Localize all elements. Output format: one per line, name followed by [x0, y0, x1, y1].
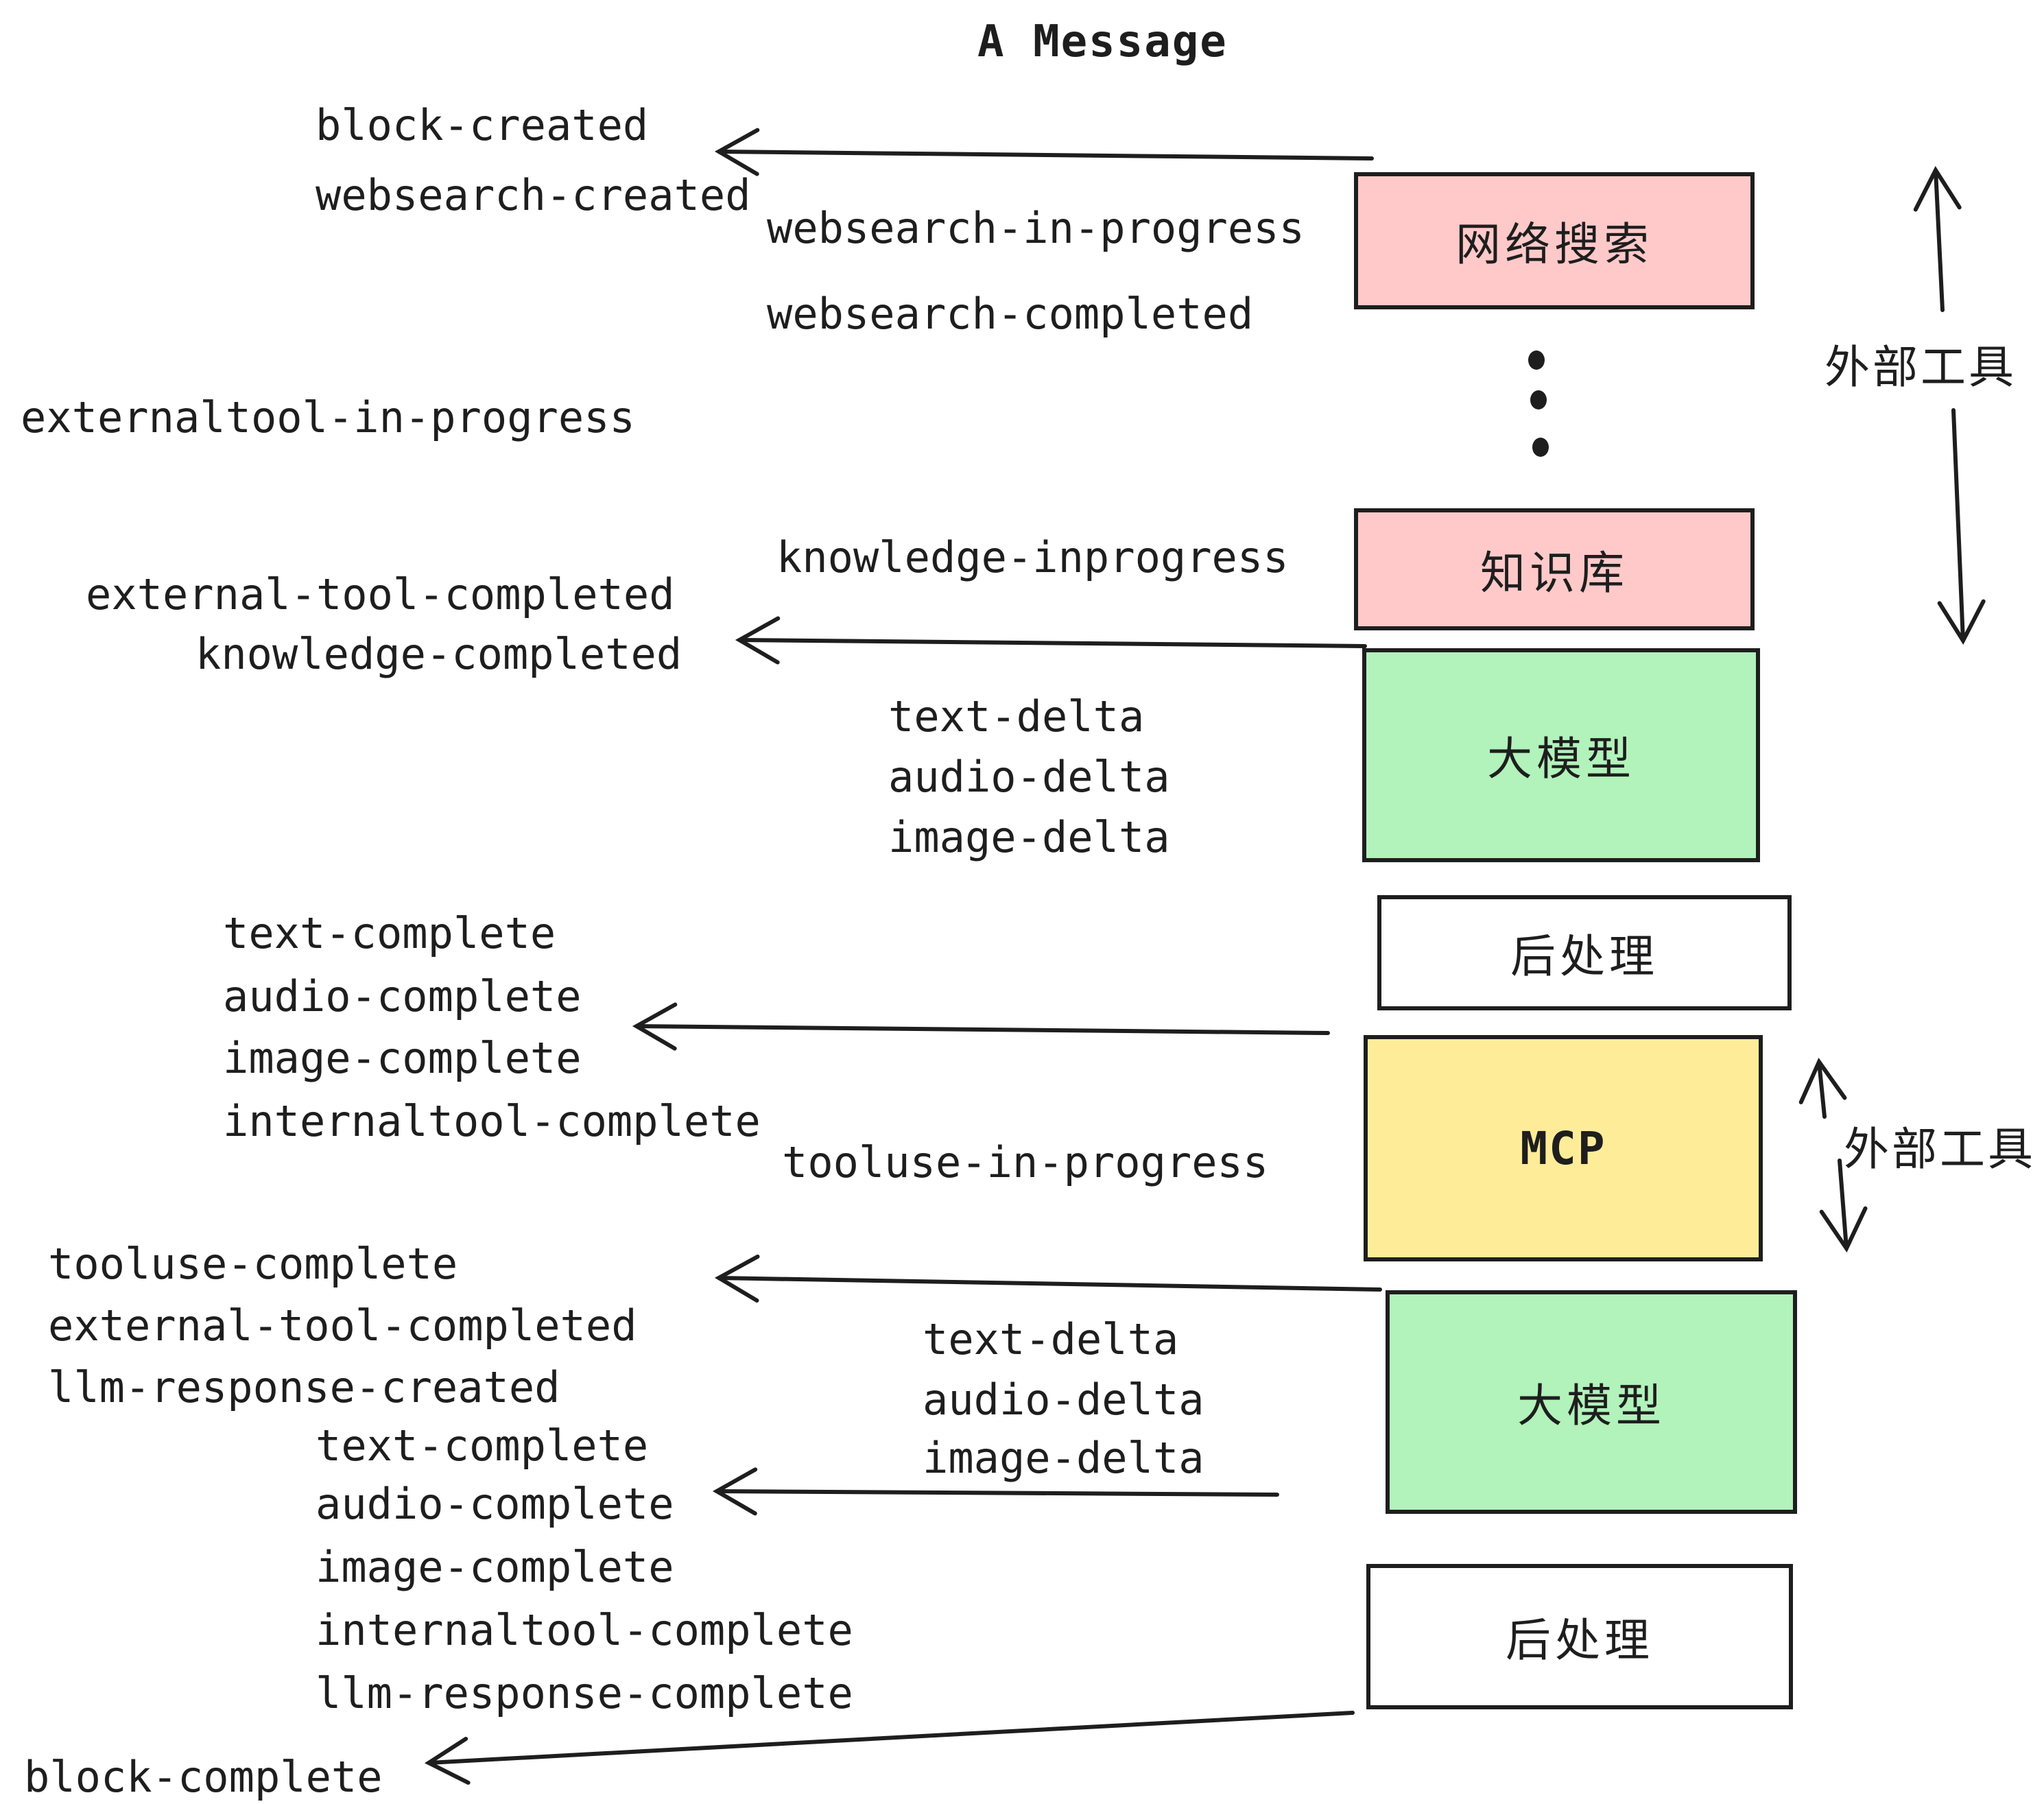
event-label-tooluse-complete: tooluse-complete: [48, 1239, 458, 1289]
event-label-external-tool-completed: external-tool-completed: [86, 569, 675, 619]
external-tools-label-top: 外部工具: [1825, 341, 2017, 394]
arrow-image-complete: [632, 1002, 1330, 1051]
event-label-llm-response-complete: llm-response-complete: [316, 1668, 853, 1718]
box-llm-1: 大模型: [1362, 648, 1760, 862]
box-websearch-label: 网络搜索: [1455, 218, 1653, 271]
box-websearch: 网络搜索: [1354, 172, 1755, 309]
box-knowledge-base: 知识库: [1354, 508, 1755, 630]
arrow-tooluse-complete: [714, 1254, 1382, 1303]
event-label-text-delta-2: text-delta: [923, 1314, 1179, 1364]
box-llm-2-label: 大模型: [1517, 1379, 1665, 1432]
event-label-text-complete-2: text-complete: [316, 1421, 649, 1471]
arrow-external-tools-up: [1913, 165, 1962, 312]
box-mcp-label: MCP: [1520, 1121, 1606, 1175]
event-label-external-tool-completed-2: external-tool-completed: [48, 1301, 637, 1351]
page-title: A Message: [977, 16, 1228, 67]
event-label-websearch-completed: websearch-completed: [767, 289, 1254, 339]
event-label-internaltool-complete: internaltool-complete: [223, 1096, 761, 1146]
box-llm-1-label: 大模型: [1487, 733, 1635, 785]
ellipsis-dot: [1530, 390, 1547, 410]
event-label-image-complete: image-complete: [223, 1033, 582, 1083]
event-label-block-complete: block-complete: [24, 1752, 383, 1802]
box-mcp: MCP: [1364, 1035, 1763, 1261]
box-knowledge-base-label: 知识库: [1480, 547, 1628, 600]
external-tools-label-mcp: 外部工具: [1844, 1123, 2036, 1176]
arrow-audio-complete: [712, 1467, 1279, 1516]
event-label-audio-delta-2: audio-delta: [923, 1375, 1204, 1425]
ellipsis-dot: [1528, 351, 1545, 370]
event-label-block-created: block-created: [316, 100, 649, 150]
event-label-image-delta-2: image-delta: [923, 1433, 1204, 1483]
event-label-text-delta: text-delta: [888, 691, 1145, 741]
event-label-llm-response-created: llm-response-created: [48, 1362, 560, 1412]
box-postprocess-2-label: 后处理: [1506, 1614, 1654, 1667]
event-label-websearch-created: websearch-created: [316, 170, 751, 220]
event-label-knowledge-inprogress: knowledge-inprogress: [776, 532, 1289, 582]
arrow-mcp-external-down: [1819, 1159, 1868, 1253]
arrow-mcp-external-up: [1798, 1057, 1847, 1119]
event-label-externaltool-in-progress: externaltool-in-progress: [21, 392, 635, 442]
arrow-block-complete: [424, 1711, 1355, 1785]
event-label-websearch-in-progress: websearch-in-progress: [767, 203, 1305, 253]
event-label-audio-complete-2: audio-complete: [316, 1479, 674, 1529]
ellipsis-dot: [1532, 438, 1549, 457]
event-label-text-complete: text-complete: [223, 908, 556, 958]
arrow-block-created: [714, 128, 1374, 176]
arrow-knowledge-completed: [735, 616, 1367, 665]
event-label-image-delta: image-delta: [888, 812, 1170, 862]
box-postprocess-1: 后处理: [1377, 895, 1792, 1010]
box-llm-2: 大模型: [1386, 1290, 1797, 1514]
event-label-image-complete-2: image-complete: [316, 1542, 674, 1592]
event-label-audio-delta: audio-delta: [888, 752, 1170, 802]
event-label-tooluse-in-progress: tooluse-in-progress: [782, 1137, 1269, 1187]
event-label-internaltool-complete-2: internaltool-complete: [316, 1605, 853, 1655]
event-label-audio-complete: audio-complete: [223, 971, 582, 1021]
box-postprocess-2: 后处理: [1366, 1564, 1793, 1709]
arrow-external-tools-down: [1937, 408, 1986, 645]
event-label-knowledge-completed: knowledge-completed: [195, 629, 682, 679]
box-postprocess-1-label: 后处理: [1510, 930, 1659, 983]
